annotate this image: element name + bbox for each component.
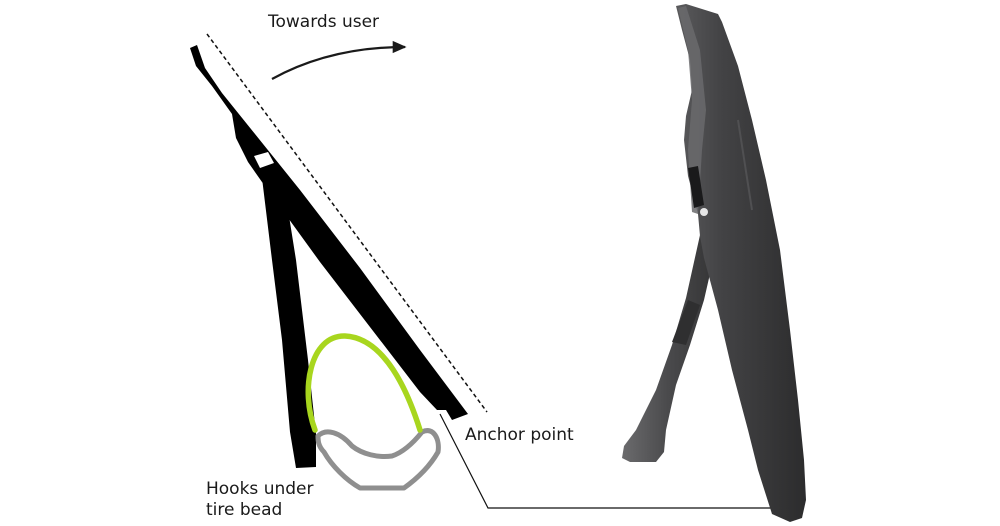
lever-slot bbox=[254, 152, 274, 168]
product-body-highlight bbox=[678, 6, 706, 214]
hooks-label-line1: Hooks under bbox=[206, 479, 314, 499]
leg-silhouette bbox=[262, 172, 316, 468]
anchor-leader-line bbox=[439, 413, 790, 509]
towards-user-arrow bbox=[271, 40, 407, 80]
product-hole bbox=[700, 208, 708, 216]
reference-dashed-line bbox=[206, 33, 488, 413]
hooks-label-line2: tire bead bbox=[206, 500, 283, 520]
product-slot bbox=[688, 166, 704, 208]
anchor-point-label: Anchor point bbox=[465, 425, 574, 445]
product-kickstand bbox=[622, 235, 714, 462]
lever-silhouette bbox=[190, 45, 468, 420]
product-kickstand-edge bbox=[672, 300, 700, 345]
towards-user-label: Towards user bbox=[268, 12, 380, 32]
product-emboss-line bbox=[737, 119, 753, 211]
product-body bbox=[676, 4, 806, 522]
hooks-label: Hooks under tire bead bbox=[206, 479, 313, 521]
rim-cross-section bbox=[315, 428, 441, 491]
tire-bead bbox=[305, 333, 423, 433]
